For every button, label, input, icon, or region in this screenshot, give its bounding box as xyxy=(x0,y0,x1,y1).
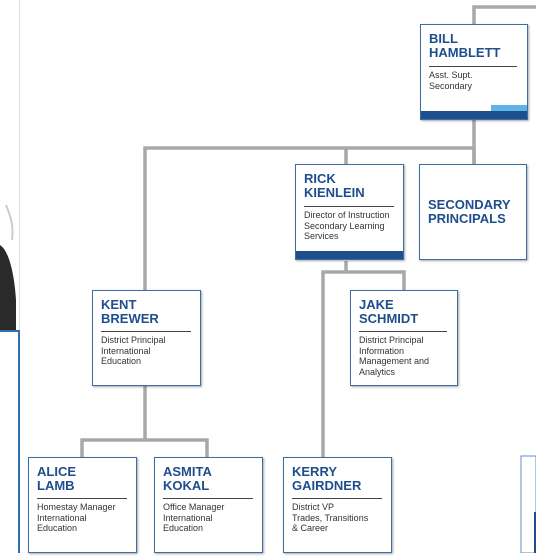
node-name: BILL HAMBLETT xyxy=(429,31,501,60)
node-title: District VP Trades, Transitions & Career xyxy=(292,502,369,533)
divider xyxy=(304,206,394,207)
divider xyxy=(429,66,517,67)
node-title: Homestay Manager International Education xyxy=(37,502,116,533)
accent-band xyxy=(296,251,403,259)
cropped-node-fragment xyxy=(518,455,536,554)
node-name: JAKE SCHMIDT xyxy=(359,297,419,326)
divider xyxy=(292,498,382,499)
node-name: KENT BREWER xyxy=(101,297,159,326)
node-rick-kienlein: RICK KIENLEIN Director of Instruction Se… xyxy=(295,164,404,260)
node-kent-brewer: KENT BREWER District Principal Internati… xyxy=(92,290,201,386)
node-bill-hamblett: BILL HAMBLETT Asst. Supt. Secondary xyxy=(420,24,528,120)
node-name: KERRY GAIRDNER xyxy=(292,464,362,493)
node-name: ASMITA KOKAL xyxy=(163,464,212,493)
divider xyxy=(163,498,253,499)
divider xyxy=(37,498,127,499)
divider xyxy=(359,331,447,332)
node-jake-schmidt: JAKE SCHMIDT District Principal Informat… xyxy=(350,290,458,386)
node-kerry-gairdner: KERRY GAIRDNER District VP Trades, Trans… xyxy=(283,457,392,553)
cropped-photo-fragment xyxy=(0,0,22,553)
node-title: District Principal Information Managemen… xyxy=(359,335,430,377)
node-name: ALICE LAMB xyxy=(37,464,76,493)
node-title: Asst. Supt. Secondary xyxy=(429,70,473,91)
node-name: SECONDARY PRINCIPALS xyxy=(428,197,511,226)
divider xyxy=(101,331,191,332)
node-asmita-kokal: ASMITA KOKAL Office Manager Internationa… xyxy=(154,457,263,553)
node-title: Office Manager International Education xyxy=(163,502,225,533)
node-name: RICK KIENLEIN xyxy=(304,171,365,200)
node-alice-lamb: ALICE LAMB Homestay Manager Internationa… xyxy=(28,457,137,553)
node-secondary-principals: SECONDARY PRINCIPALS xyxy=(419,164,527,260)
accent-band-light xyxy=(491,105,527,111)
node-title: District Principal International Educati… xyxy=(101,335,166,366)
accent-band xyxy=(421,105,527,119)
node-title: Director of Instruction Secondary Learni… xyxy=(304,210,390,241)
